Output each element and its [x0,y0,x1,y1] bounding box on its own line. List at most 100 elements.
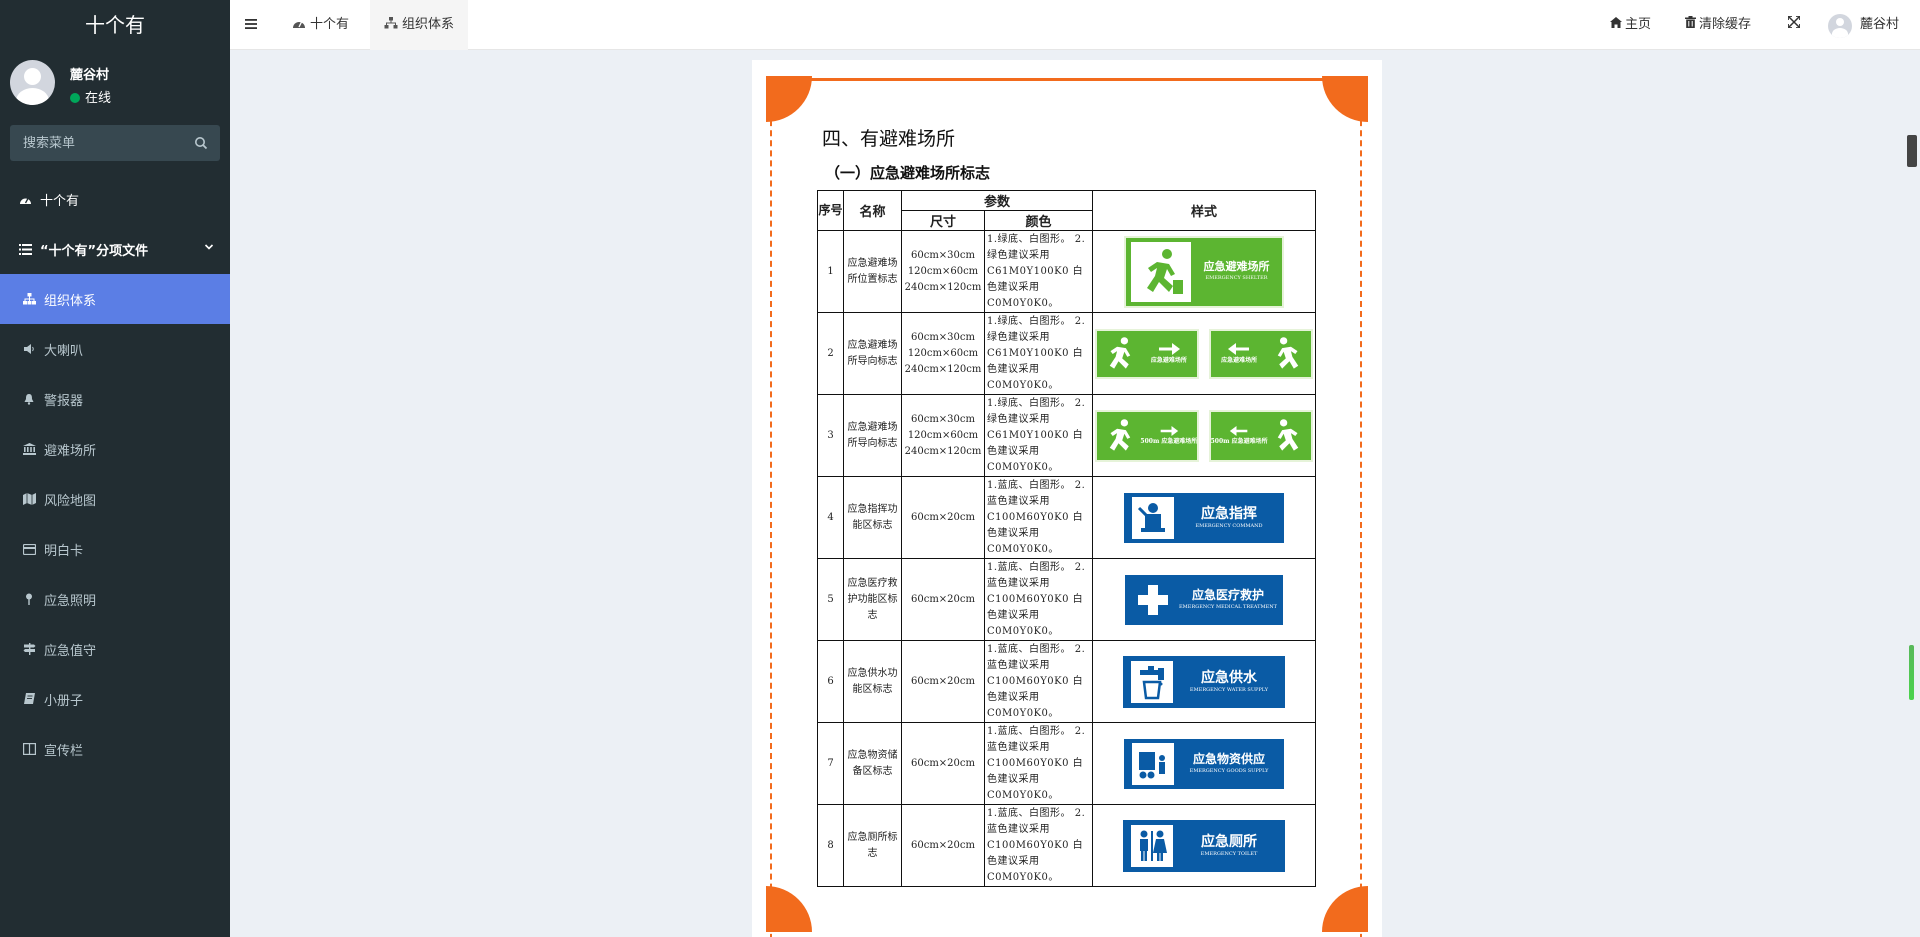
signpost-icon [22,642,36,656]
sign-en: EMERGENCY WATER SUPPLY [1189,686,1269,693]
sign-text: 应急医疗救护 [1191,587,1264,602]
sidebar-item-label: “十个有”分项文件 [40,243,149,259]
header-no: 序号 [817,190,844,231]
page-scrollbar[interactable] [1903,50,1920,937]
fullscreen-button[interactable] [1788,0,1803,50]
row-no: 3 [817,394,844,477]
running-person-icon [1100,334,1140,374]
sign-text: 应急指挥 [1201,505,1257,522]
row-name: 应急避难场所导向标志 [843,312,902,395]
search-icon[interactable] [194,136,208,150]
menu-toggle-icon[interactable] [244,17,258,31]
sidebar-item-label: 宣传栏 [44,743,84,759]
book-icon [22,692,36,706]
sign-en: EMERGENCY MEDICAL TREATMENT [1179,603,1277,610]
fullscreen-icon [1788,16,1800,28]
medical-cross-icon [1133,580,1173,620]
table-row: 3 应急避难场所导向标志 60cm×30cm 120cm×60cm 240cm×… [817,394,1316,477]
document-title: 四、有避难场所 [822,128,956,150]
volume-icon [22,342,36,356]
scrollbar-thumb[interactable] [1907,135,1917,167]
tab-label: 组织体系 [402,17,455,32]
sign-en: EMERGENCY SHELTER [1205,274,1268,281]
row-no: 1 [817,230,844,313]
row-color: 1.绿底、白图形。 2.绿色建议采用C61M0Y100K0 白色建议采用C0M0… [984,394,1093,477]
search-input[interactable] [10,125,190,161]
tab-shigeyou[interactable]: 十个有 [278,0,363,50]
sidebar-item-org-system[interactable]: 组织体系 [0,274,230,324]
header-avatar[interactable] [1828,14,1852,38]
sidebar-item-bulletin-board[interactable]: 宣传栏 [0,724,230,774]
home-link[interactable]: 主页 [1610,0,1651,50]
home-icon [1610,17,1622,28]
sign-text: 应急厕所 [1201,833,1257,850]
sidebar-item-shigeyou[interactable]: 十个有 [0,174,230,224]
tab-org-system[interactable]: 组织体系 [370,0,469,50]
sidebar-item-alarm[interactable]: 警报器 [0,374,230,424]
sign-text: 应急避难场所 [1203,260,1270,274]
user-panel: 麓谷村 在线 [0,50,230,116]
row-style: 500m 应急避难场所 500m 应急避难场所 [1092,394,1316,477]
row-color: 1.蓝底、白图形。 2.蓝色建议采用C100M60Y0K0 白色建议采用C0M0… [984,722,1093,805]
app-logo[interactable]: 十个有 [0,0,230,50]
list-icon [18,242,32,256]
row-size: 60cm×30cm 120cm×60cm 240cm×120cm [901,230,985,313]
user-status: 在线 [70,87,111,106]
sign-text: 应急避难场所 [1150,356,1187,364]
clear-cache-button[interactable]: 清除缓存 [1685,0,1751,50]
bank-icon [22,442,36,456]
sidebar-submenu: 组织体系 [0,274,230,324]
row-no: 4 [817,476,844,559]
running-person-icon [1268,416,1308,456]
row-color: 1.蓝底、白图形。 2.蓝色建议采用C100M60Y0K0 白色建议采用C0M0… [984,804,1093,887]
sidebar-item-info-card[interactable]: 明白卡 [0,524,230,574]
goods-cart-icon [1132,742,1174,785]
sitemap-icon [22,292,36,306]
row-name: 应急避难场所导向标志 [843,394,902,477]
sidebar-item-shelter[interactable]: 避难场所 [0,424,230,474]
row-no: 2 [817,312,844,395]
sidebar-item-label: 应急值守 [44,643,97,659]
dashboard-icon [18,192,32,206]
sidebar-item-emergency-light[interactable]: 应急照明 [0,574,230,624]
frame-top-border [770,78,1362,81]
online-dot-icon [70,93,80,103]
sidebar-item-label: 应急照明 [44,593,97,609]
table-row: 6 应急供水功能区标志 60cm×20cm 1.蓝底、白图形。 2.蓝色建议采用… [817,640,1316,723]
trash-icon [1685,16,1696,28]
arrow-right-icon [1160,425,1179,436]
sidebar-item-label: 大喇叭 [44,343,84,359]
table-row: 5 应急医疗救护功能区标志 60cm×20cm 1.蓝底、白图形。 2.蓝色建议… [817,558,1316,641]
sidebar-item-subfiles[interactable]: “十个有”分项文件 [0,224,230,274]
sidebar-item-on-duty[interactable]: 应急值守 [0,624,230,674]
map-pin-icon [22,592,36,606]
header-user-name[interactable]: 麓谷村 [1860,17,1900,32]
header-color: 颜色 [984,210,1093,231]
sidebar-item-booklet[interactable]: 小册子 [0,674,230,724]
top-navbar: 十个有 组织体系 主页 清除缓存 麓谷村 [230,0,1920,50]
sign-text: 应急供水 [1201,669,1257,686]
header-name: 名称 [843,190,902,231]
sidebar-item-label: 小册子 [44,693,84,709]
arrow-left-icon [1228,342,1250,355]
table-row: 8 应急厕所标志 60cm×20cm 1.蓝底、白图形。 2.蓝色建议采用C10… [817,804,1316,887]
sidebar-item-label: 组织体系 [44,293,97,309]
sidebar-item-label: 风险地图 [44,493,97,509]
sidebar-item-risk-map[interactable]: 风险地图 [0,474,230,524]
row-color: 1.蓝底、白图形。 2.蓝色建议采用C100M60Y0K0 白色建议采用C0M0… [984,640,1093,723]
sidebar-item-loudspeaker[interactable]: 大喇叭 [0,324,230,374]
user-name: 麓谷村 [70,68,110,83]
avatar [10,60,55,105]
command-person-icon [1132,496,1174,539]
row-name: 应急厕所标志 [843,804,902,887]
frame-dashed-border [770,80,1362,937]
